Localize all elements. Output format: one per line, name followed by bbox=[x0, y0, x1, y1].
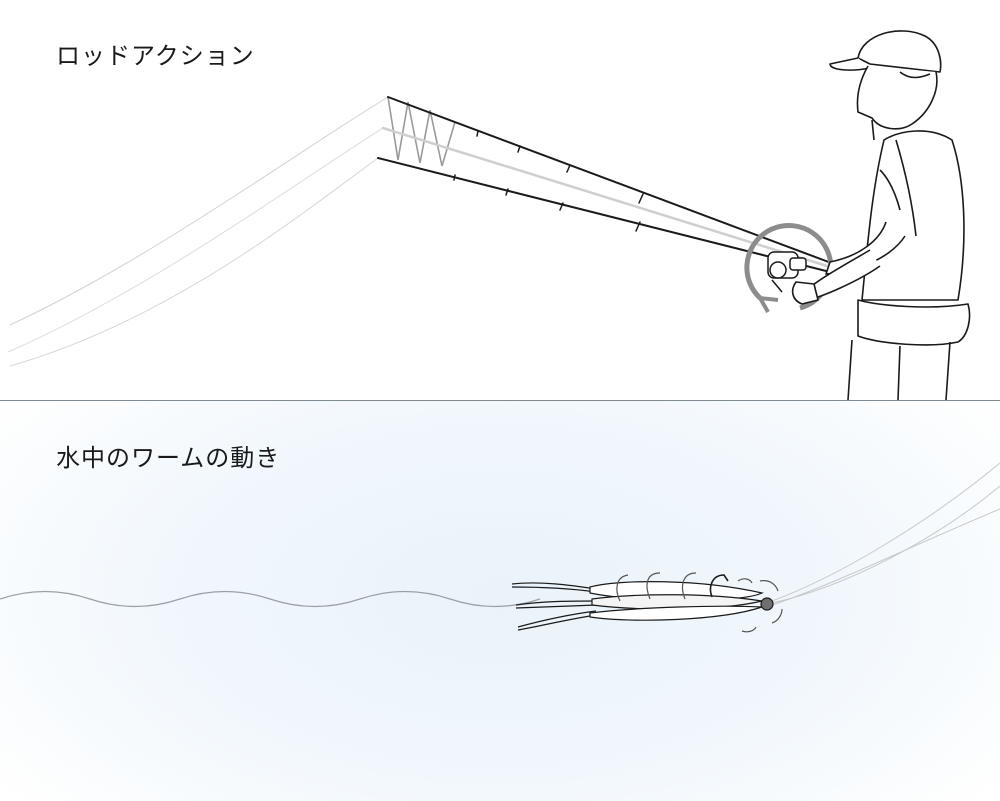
fishing-rod bbox=[377, 96, 843, 275]
worm-motion-illustration bbox=[0, 462, 1000, 633]
worm-trajectory bbox=[0, 590, 541, 608]
rod-action-caption: ロッドアクション bbox=[56, 42, 255, 70]
rod-action-panel: ロッドアクション bbox=[0, 0, 1000, 400]
fishing-lines bbox=[7, 96, 389, 367]
worm-motion-caption: 水中のワームの動き bbox=[56, 444, 281, 472]
rod-tip-motion bbox=[387, 96, 456, 167]
fishing-lines-underwater bbox=[771, 462, 1000, 606]
worm-lure bbox=[511, 572, 783, 633]
angler-figure bbox=[791, 30, 971, 400]
underwater-panel: 水中のワームの動き bbox=[0, 400, 1000, 801]
rod-action-illustration bbox=[7, 30, 971, 400]
spinning-reel bbox=[767, 251, 807, 293]
